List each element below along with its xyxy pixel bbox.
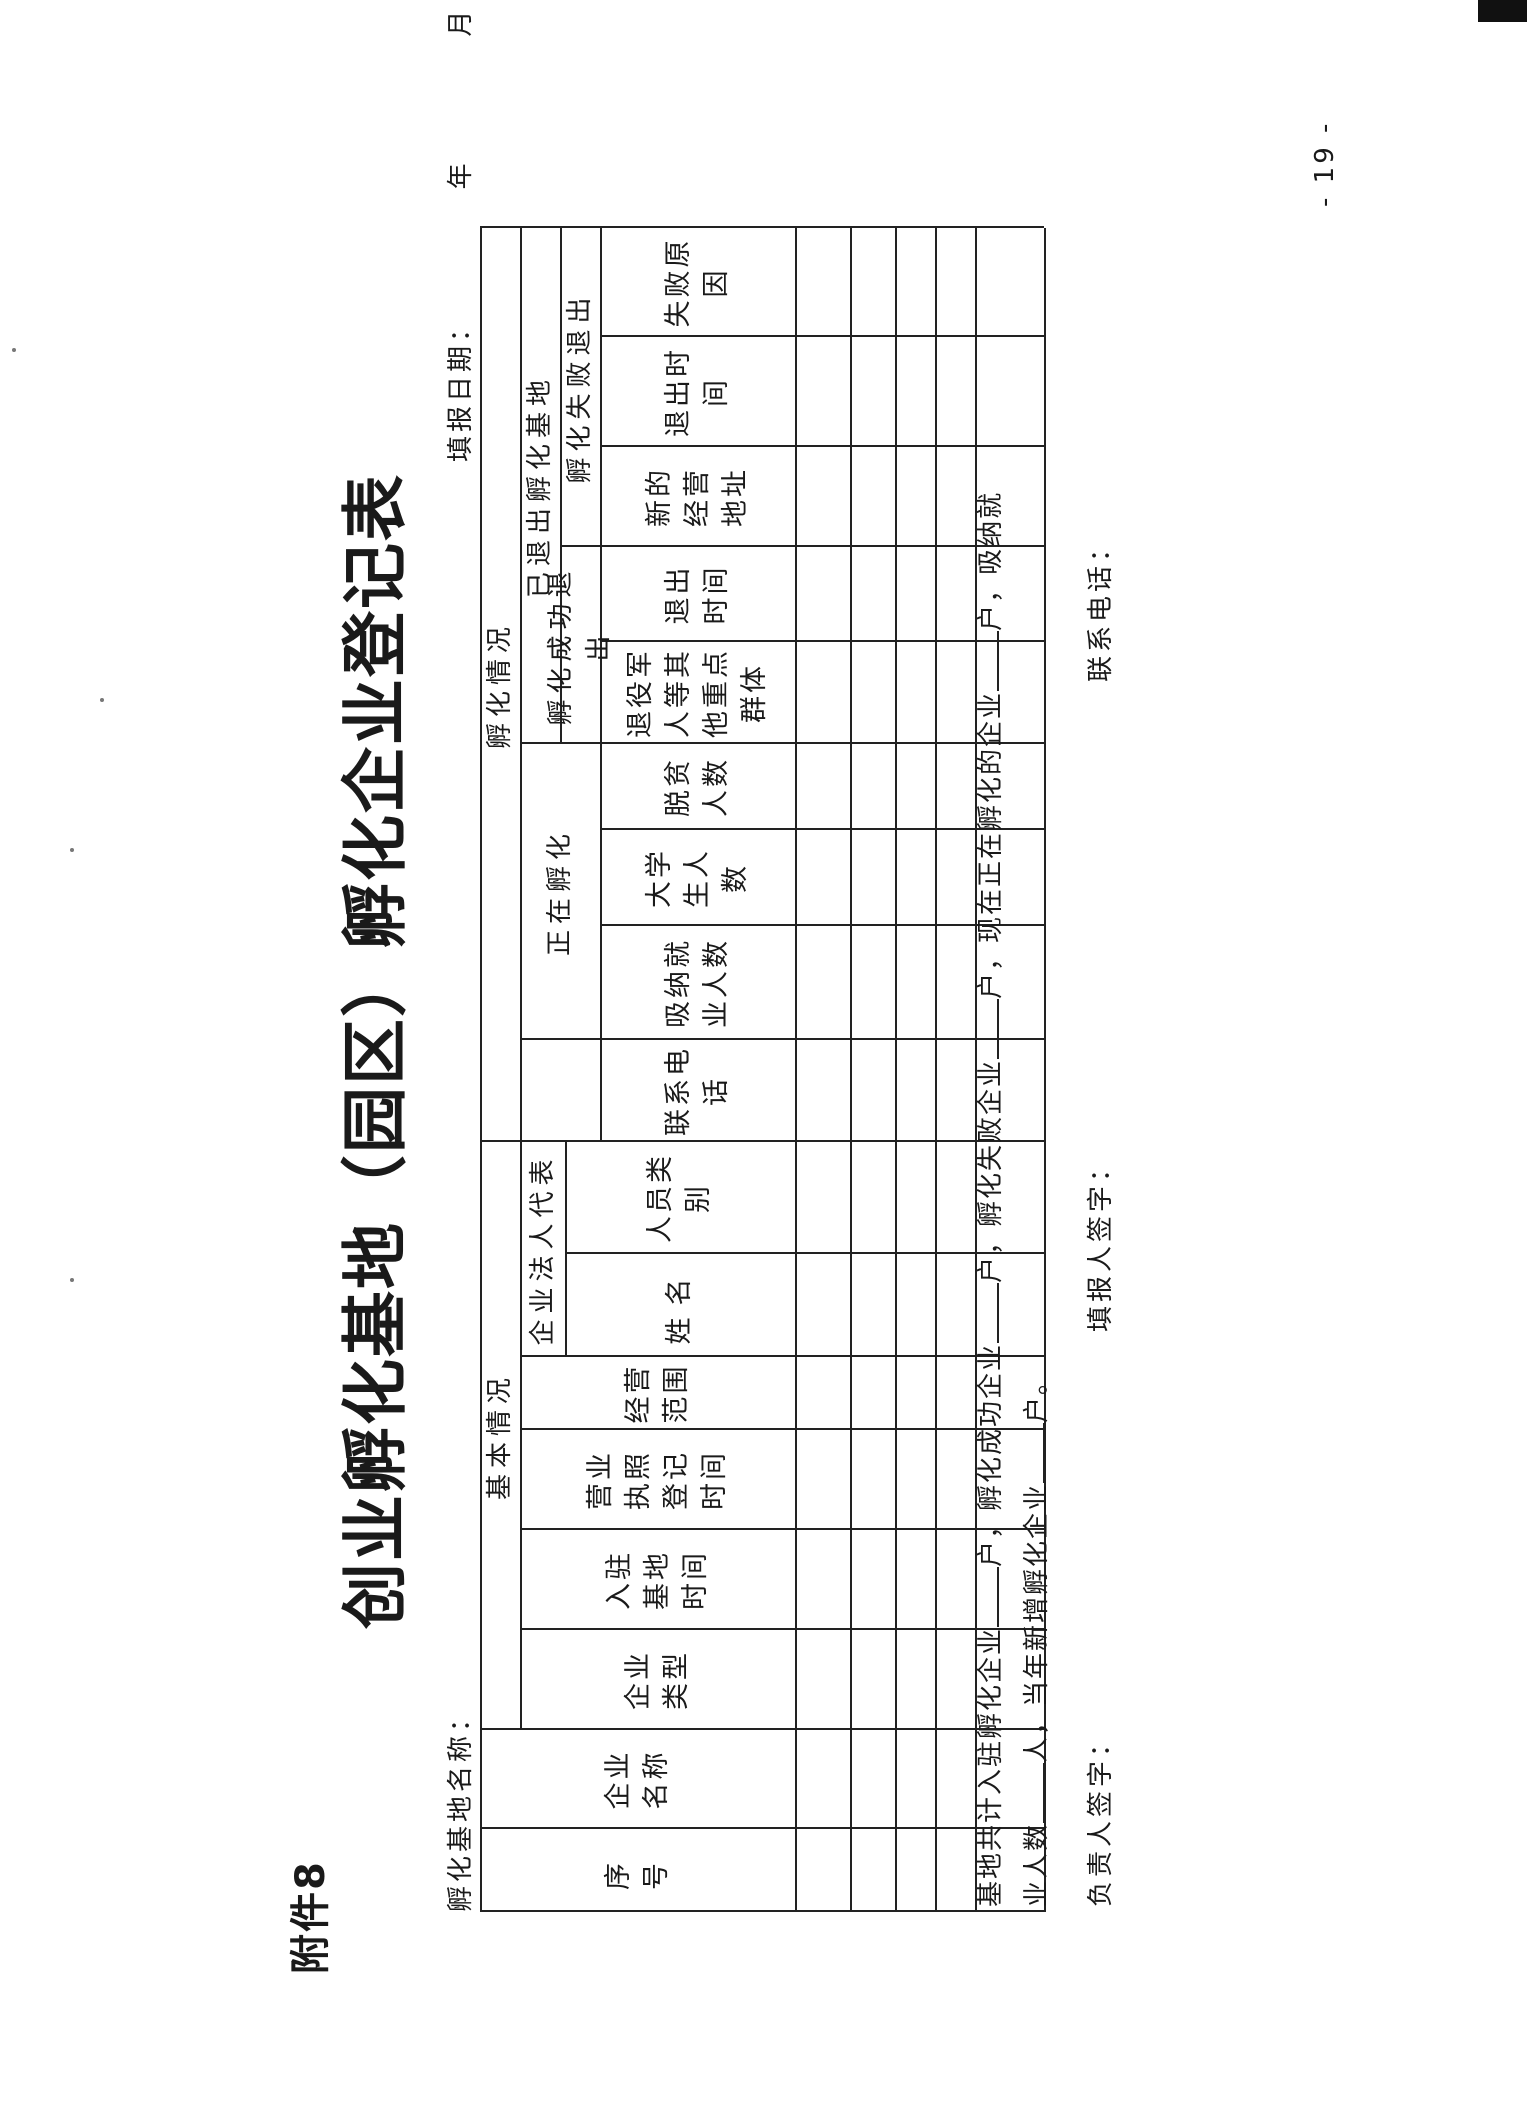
group-exit-success: 孵化成功退出 <box>546 565 614 726</box>
blank-in-incubation[interactable] <box>973 630 999 691</box>
signature-row: 负责人签字： 填报人签字： 联系电话： <box>1080 0 1120 2102</box>
col-company-name: 企业名称 <box>602 1749 672 1810</box>
col-seq: 序号 <box>602 1851 672 1890</box>
fill-date-label: 填报日期： <box>446 311 476 462</box>
fill-date-line: 填报日期： 年 月 日 <box>440 0 477 462</box>
col-company-type: 企业类型 <box>622 1650 692 1710</box>
col-rep-phone: 联系电话 <box>662 1046 732 1136</box>
col-new-address: 新的经营地址 <box>643 467 751 527</box>
table-row[interactable] <box>897 228 934 1912</box>
col-license-time: 营业执照登记时间 <box>584 1450 730 1510</box>
group-incubation-status: 孵化情况 <box>485 621 515 750</box>
table-row[interactable] <box>852 228 894 1912</box>
date-month: 月 <box>446 6 476 37</box>
col-employment-count: 吸纳就业人数 <box>662 938 732 1028</box>
col-rep-name: 姓名 <box>664 1266 695 1345</box>
scan-speck <box>12 348 16 352</box>
scan-speck <box>70 1278 74 1282</box>
page-title: 创业孵化基地（园区）孵化企业登记表 <box>336 473 414 1629</box>
blank-total-entered[interactable] <box>973 1566 999 1627</box>
col-success-exit-time: 退出时间 <box>662 564 732 625</box>
contact-phone-label: 联系电话： <box>1086 531 1116 682</box>
date-year: 年 <box>446 159 476 190</box>
blank-success[interactable] <box>973 1282 999 1343</box>
col-college-count: 大学生人数 <box>643 848 751 908</box>
col-entry-time: 入驻基地时间 <box>603 1550 711 1610</box>
group-basic-info: 基本情况 <box>485 1372 515 1501</box>
scan-speck <box>70 848 74 852</box>
col-poverty-count: 脱贫人数 <box>662 757 732 817</box>
col-fail-exit-time: 退出时间 <box>662 347 732 437</box>
group-legal-rep: 企业法人代表 <box>527 1153 558 1346</box>
group-in-incubation: 正在孵化 <box>545 828 575 957</box>
col-veteran-count: 退役军人等其他重点群体 <box>624 648 770 738</box>
base-name-label: 孵化基地名称： <box>446 1701 476 1912</box>
col-rep-category: 人员类别 <box>645 1153 714 1243</box>
filler-signature-label: 填报人签字： <box>1086 1151 1116 1332</box>
blank-failed[interactable] <box>973 998 999 1059</box>
table-row[interactable] <box>797 228 849 1912</box>
scan-speck <box>100 698 104 702</box>
col-business-scope: 经营范围 <box>622 1363 692 1424</box>
group-exit-fail: 孵化失败退出 <box>565 291 595 484</box>
blank-new-enterprises[interactable] <box>1019 1422 1045 1483</box>
page-number: - 19 - <box>1310 120 1340 207</box>
scan-edge-mark <box>1478 0 1527 22</box>
summary-text: 基地共计入驻孵化企业户，孵化成功企业户，孵化失败企业户，现在正在孵化的企业户，吸… <box>968 217 1060 1907</box>
blank-employment[interactable] <box>1019 1762 1045 1823</box>
col-fail-reason: 失败原因 <box>662 237 732 328</box>
responsible-signature-label: 负责人签字： <box>1086 1726 1116 1907</box>
